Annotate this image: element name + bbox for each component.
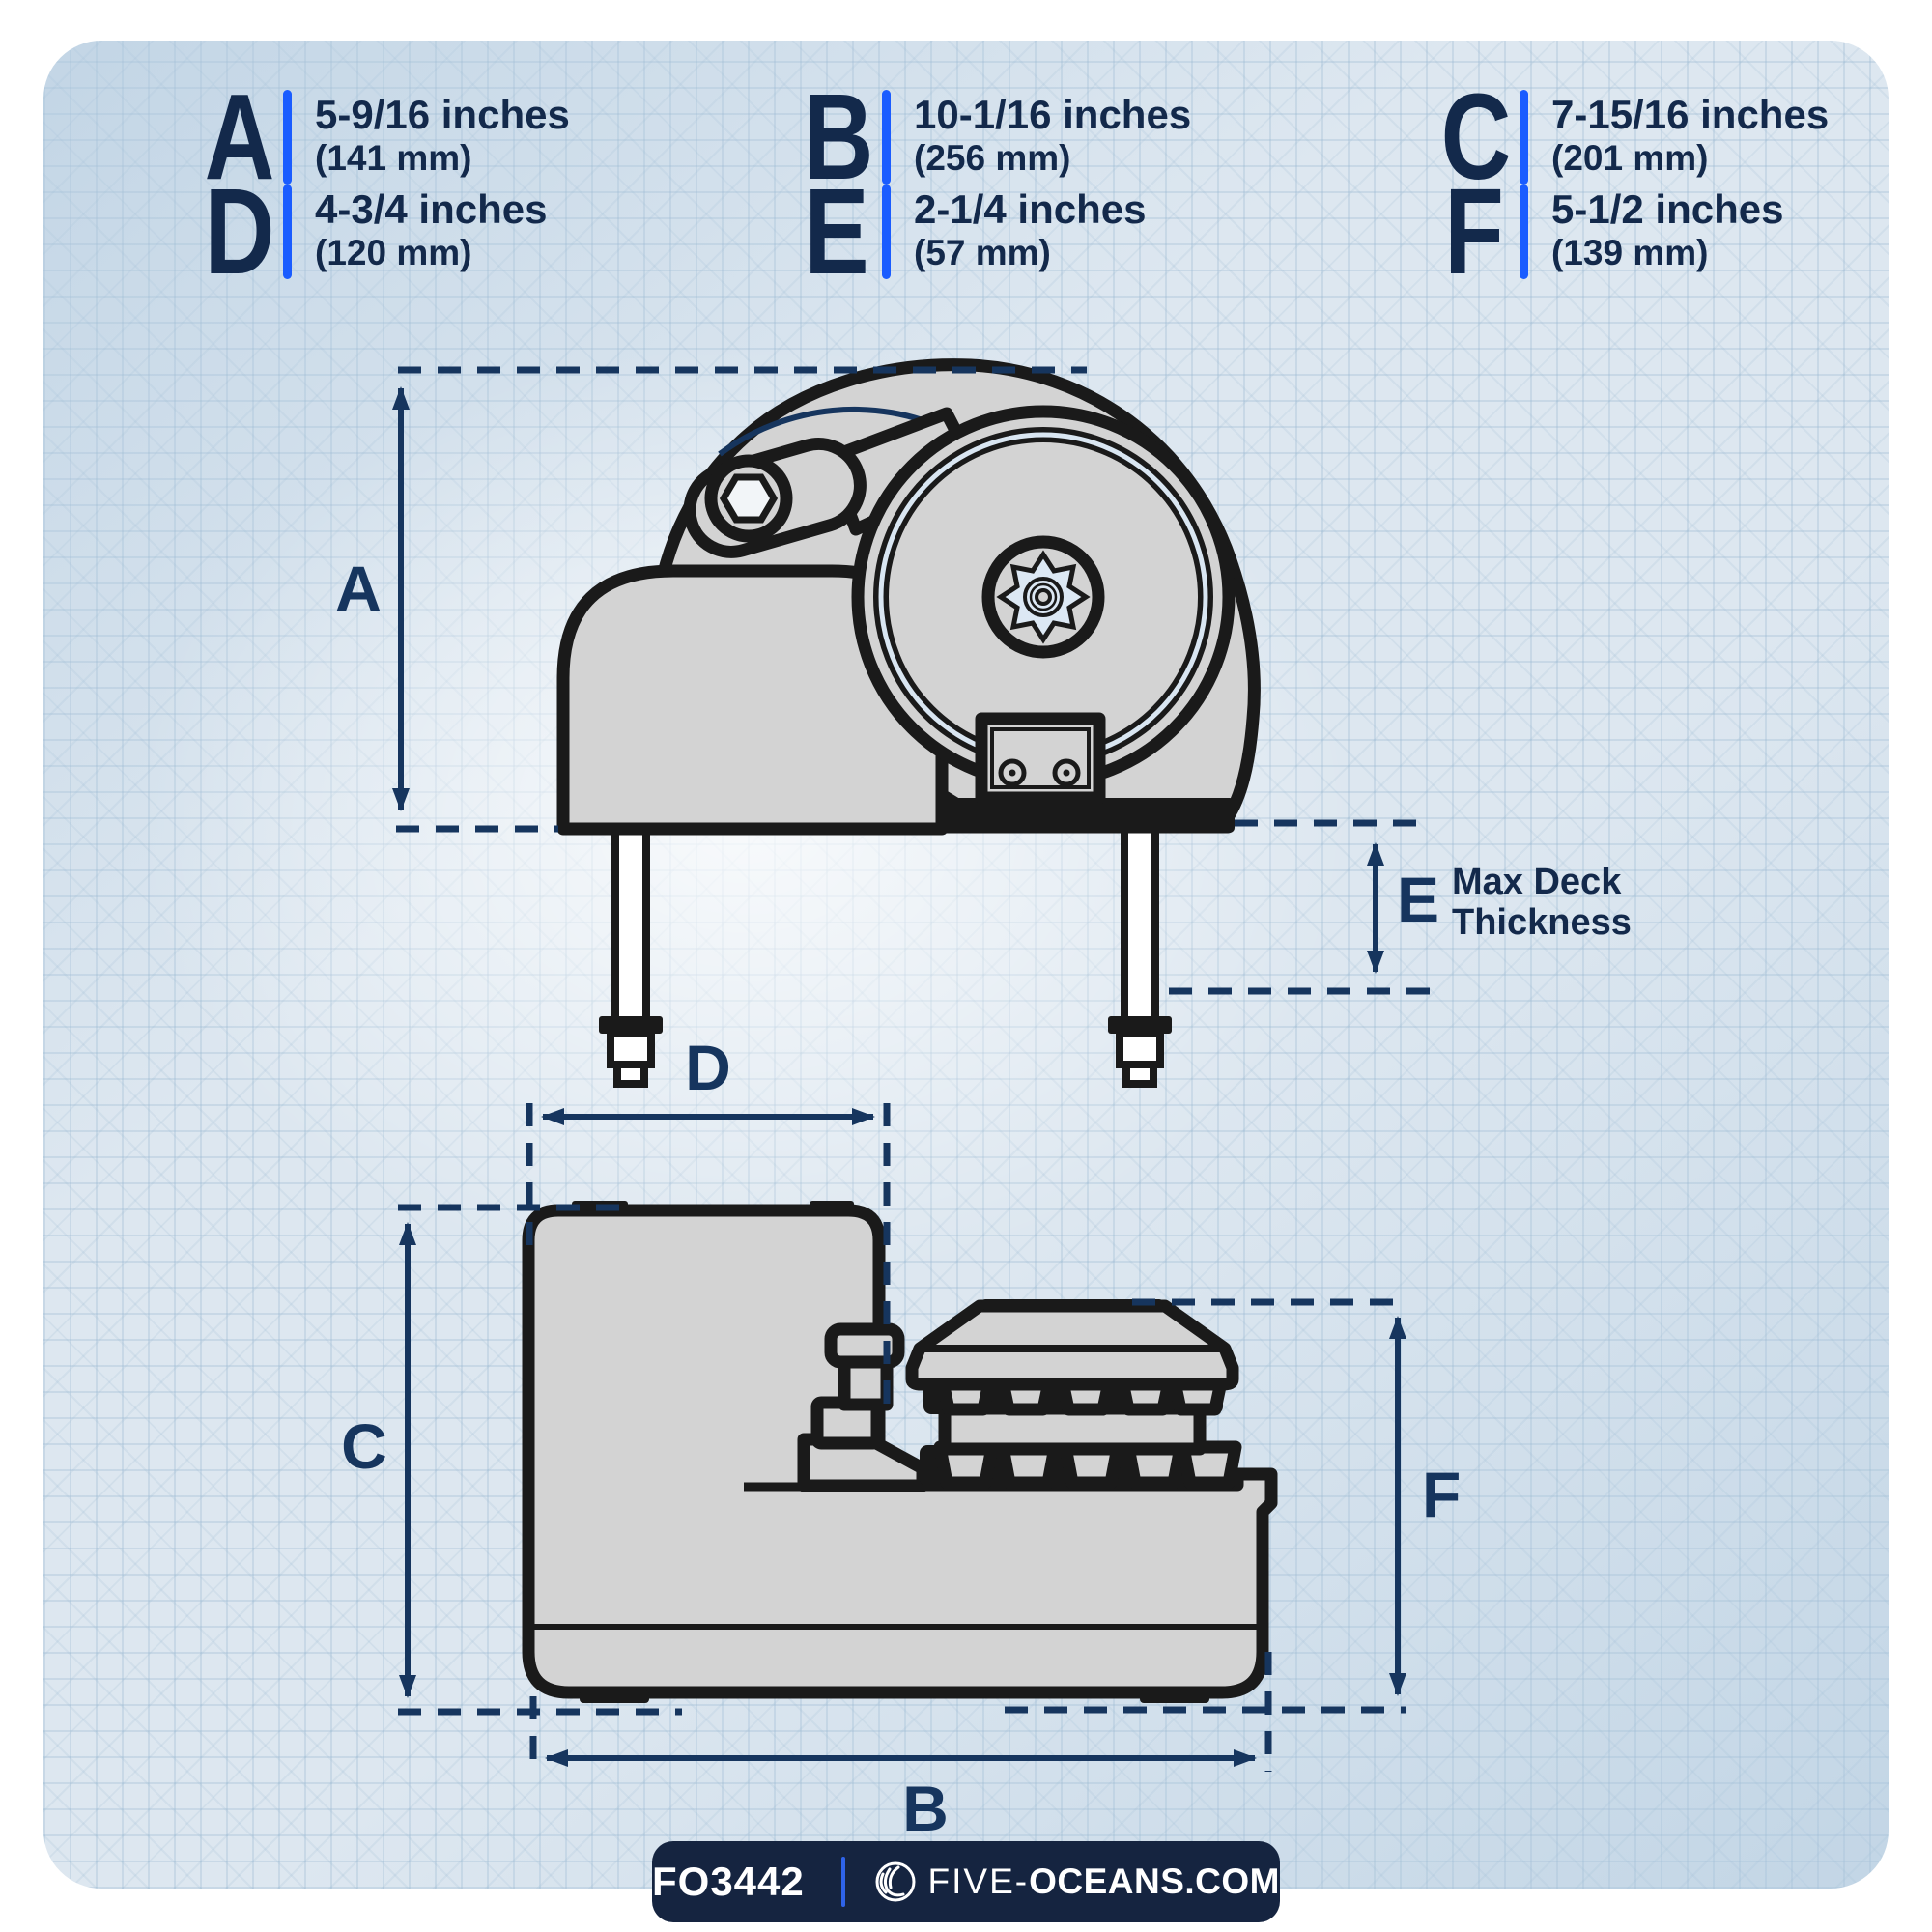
legend-value-mm: (57 mm) (914, 232, 1051, 272)
dim-label-a: A (335, 553, 382, 624)
website-url-bold: OCEANS.COM (1029, 1861, 1280, 1901)
legend-item-f: F 5-1/2 inches (139 mm) (1433, 162, 1784, 299)
legend-value-mm: (256 mm) (914, 137, 1071, 178)
legend-value-mm: (139 mm) (1551, 232, 1709, 272)
dim-label-d: D (685, 1032, 731, 1103)
legend-letter-b: B (803, 68, 874, 205)
legend-value-inches: 4-3/4 inches (315, 185, 548, 232)
legend-accent-bar (283, 185, 292, 279)
legend-letter-f: F (1444, 162, 1504, 299)
blueprint-panel: A 5-9/16 inches (141 mm) B 10-1/16 inche… (43, 41, 1889, 1889)
legend-item-a: A 5-9/16 inches (141 mm) (196, 68, 570, 205)
legend-value-inches: 2-1/4 inches (914, 185, 1147, 232)
legend-accent-bar (882, 185, 891, 279)
legend-letter-a: A (204, 68, 275, 205)
dimension-d: D (526, 1032, 891, 1420)
gypsy-wheel (851, 405, 1236, 789)
legend-value-mm: (120 mm) (315, 232, 472, 272)
max-deck-note-line1: Max Deck (1452, 862, 1622, 902)
legend-accent-bar (1520, 185, 1528, 279)
legend-item-e: E 2-1/4 inches (57 mm) (795, 162, 1147, 299)
legend-accent-bar (1520, 90, 1528, 185)
legend-letter-d: D (204, 162, 275, 299)
max-deck-note-line2: Thickness (1452, 902, 1632, 943)
legend-value-mm: (141 mm) (315, 137, 472, 178)
dimension-legend: A 5-9/16 inches (141 mm) B 10-1/16 inche… (43, 41, 1889, 1889)
legend-accent-bar (283, 90, 292, 185)
dim-label-c: C (341, 1410, 387, 1482)
product-model: FO3442 (652, 1859, 805, 1904)
dimension-f: F (1005, 1298, 1461, 1714)
chain-stripper-plate (975, 712, 1106, 805)
website-url: FIVE- OCEANS.COM (928, 1861, 1280, 1902)
legend-letter-c: C (1440, 68, 1512, 205)
legend-item-d: D 4-3/4 inches (120 mm) (196, 162, 548, 299)
dim-label-e: E (1397, 864, 1439, 935)
footer-bar: FO3442 FIVE- OCEANS.COM (652, 1841, 1280, 1922)
legend-value-inches: 5-1/2 inches (1551, 185, 1784, 232)
website-url-light: FIVE- (927, 1861, 1030, 1901)
footer-divider (840, 1857, 845, 1907)
dimension-a: A (335, 366, 1087, 833)
dimension-c: C (341, 1204, 682, 1716)
mounting-studs (599, 817, 1172, 1088)
gypsy-stack (905, 1299, 1242, 1490)
legend-letter-e: E (804, 162, 869, 299)
legend-value-inches: 10-1/16 inches (914, 91, 1192, 137)
legend-item-c: C 7-15/16 inches (201 mm) (1433, 68, 1830, 205)
windlass-side-view: A E Max Deck Thickness (335, 358, 1632, 1088)
legend-accent-bar (882, 90, 891, 185)
legend-value-inches: 5-9/16 inches (315, 91, 570, 137)
dim-label-f: F (1422, 1459, 1461, 1530)
waves-logo-icon (875, 1861, 916, 1902)
legend-value-inches: 7-15/16 inches (1551, 91, 1830, 137)
windlass-front-view: D C B F (341, 1032, 1461, 1844)
legend-item-b: B 10-1/16 inches (256 mm) (795, 68, 1192, 205)
dimension-e: E Max Deck Thickness (1169, 819, 1632, 995)
dimension-b: B (529, 1652, 1272, 1844)
dim-label-b: B (902, 1773, 949, 1844)
clutch-assembly (797, 1322, 929, 1492)
legend-value-mm: (201 mm) (1551, 137, 1709, 178)
